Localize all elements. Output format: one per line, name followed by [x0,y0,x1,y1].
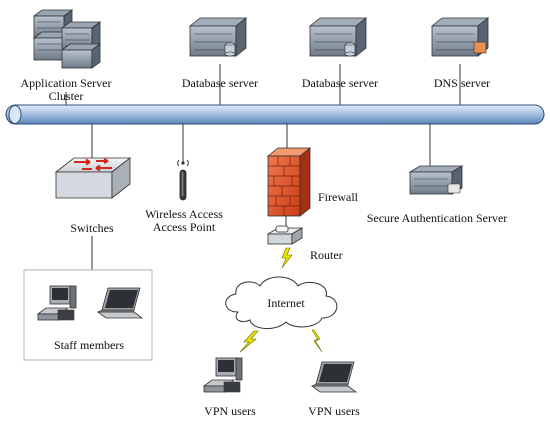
network-backbone [5,104,545,125]
lightning-icon [239,247,323,353]
wireless-ap-label: Wireless Access Access Point [124,208,244,234]
dns-server-label: DNS server [433,76,491,90]
vpn-users-1-label: VPN users [204,404,256,418]
laptop-icon [310,361,358,393]
app-server-label-line2: Cluster [48,89,84,103]
firewall-label: Firewall [318,190,358,204]
vpn-users-2-label: VPN users [308,404,360,418]
database-server-icon [308,17,368,57]
switches-label: Switches [70,221,114,235]
staff-label: Staff members [53,338,125,352]
wireless-ap-label-line2: Access Point [152,220,216,234]
firewall-icon [266,147,312,217]
router-icon [266,225,304,245]
app-server-label-line1: Application Server [20,76,112,90]
workstation-icon [36,285,77,321]
secure-auth-label: Secure Authentication Server [366,211,508,225]
desktop-icon [202,357,243,393]
laptop-icon [96,287,144,319]
server-cluster-icon [32,9,102,69]
cloud-icon [225,276,338,329]
app-server-label: Application Server Cluster [6,77,126,103]
connections [65,64,461,270]
db-server-1-label: Database server [181,76,259,90]
db-server-2-label: Database server [301,76,379,90]
internet-label: Internet [267,296,305,310]
dns-server-icon [430,17,490,57]
router-label: Router [310,248,343,262]
antenna-icon [177,159,189,201]
database-server-icon [188,17,248,57]
switch-icon [54,157,132,199]
wireless-ap-label-line1: Wireless Access [145,207,223,221]
auth-server-icon [408,165,464,195]
